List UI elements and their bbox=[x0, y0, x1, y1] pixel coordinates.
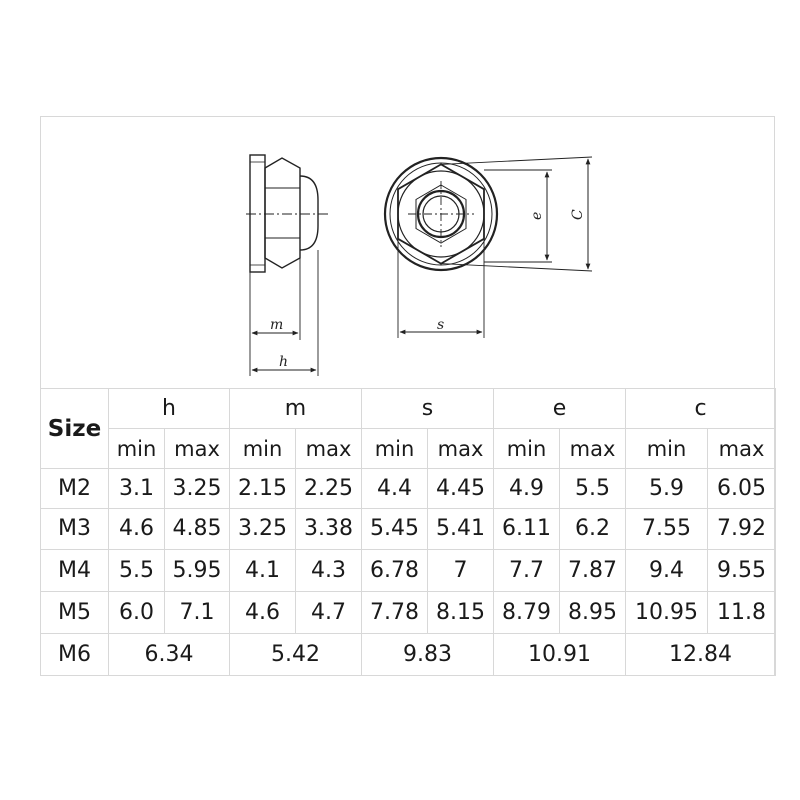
flange-outer-circle bbox=[383, 156, 499, 272]
table-cell: 6.34 bbox=[107, 632, 231, 677]
table-cell: 3.25 bbox=[163, 468, 231, 510]
table-cell: 8.79 bbox=[493, 590, 561, 634]
table-cell: 9.55 bbox=[707, 548, 777, 592]
sub-header-min: min bbox=[229, 428, 297, 470]
top-view bbox=[383, 156, 593, 338]
table-cell: 4.6 bbox=[108, 508, 165, 550]
table-row: M6 6.34 5.42 9.83 10.91 12.84 bbox=[40, 632, 777, 677]
table-cell: 6.11 bbox=[493, 508, 561, 550]
table-row: M3 4.6 4.85 3.25 3.38 5.45 5.41 6.11 6.2… bbox=[40, 508, 777, 550]
table-cell: 2.25 bbox=[295, 468, 363, 510]
table-row: M5 6.0 7.1 4.6 4.7 7.78 8.15 8.79 8.95 1… bbox=[40, 590, 777, 634]
table-cell: 4.85 bbox=[163, 508, 231, 550]
table-cell: 3.1 bbox=[108, 468, 165, 510]
label-h: h bbox=[279, 354, 288, 370]
group-header-h: h bbox=[107, 387, 231, 430]
table-cell: 7.92 bbox=[707, 508, 777, 550]
row-size: M3 bbox=[40, 508, 109, 550]
table-cell: 5.5 bbox=[559, 468, 627, 510]
sub-header-max: max bbox=[295, 428, 363, 470]
table-cell: 10.95 bbox=[625, 590, 709, 634]
table-cell: 9.4 bbox=[625, 548, 709, 592]
table-row: M4 5.5 5.95 4.1 4.3 6.78 7 7.7 7.87 9.4 … bbox=[40, 548, 777, 592]
table-cell: 5.95 bbox=[163, 548, 231, 592]
technical-drawing: m h bbox=[40, 116, 775, 390]
sub-header-min: min bbox=[493, 428, 561, 470]
sub-header-row: min max min max min max min max min max bbox=[41, 428, 777, 470]
hex-body bbox=[264, 157, 301, 269]
table-cell: 5.9 bbox=[625, 468, 709, 510]
row-size: M6 bbox=[40, 632, 109, 677]
sub-header-max: max bbox=[427, 428, 495, 470]
table-cell: 3.25 bbox=[229, 508, 297, 550]
group-header-e: e bbox=[493, 387, 627, 430]
table-cell: 6.05 bbox=[707, 468, 777, 510]
table-cell: 11.8 bbox=[707, 590, 777, 634]
table-cell: 4.45 bbox=[427, 468, 495, 510]
flange-inner-circle bbox=[389, 162, 493, 266]
sub-header-min: min bbox=[108, 428, 165, 470]
table-cell: 10.91 bbox=[493, 632, 627, 677]
row-size: M2 bbox=[40, 468, 109, 510]
table-cell: 6.2 bbox=[559, 508, 627, 550]
table-cell: 4.9 bbox=[493, 468, 561, 510]
table-cell: 3.38 bbox=[295, 508, 363, 550]
table-row: M2 3.1 3.25 2.15 2.25 4.4 4.45 4.9 5.5 5… bbox=[40, 468, 777, 510]
table-cell: 7.55 bbox=[625, 508, 709, 550]
row-size: M4 bbox=[40, 548, 109, 592]
table-cell: 5.42 bbox=[229, 632, 363, 677]
table-cell: 6.78 bbox=[361, 548, 429, 592]
size-header: Size bbox=[40, 387, 109, 470]
side-view bbox=[246, 154, 330, 376]
table-cell: 5.41 bbox=[427, 508, 495, 550]
group-header-c: c bbox=[625, 387, 777, 430]
table-cell: 12.84 bbox=[625, 632, 777, 677]
table-cell: 5.45 bbox=[361, 508, 429, 550]
table-cell: 7 bbox=[427, 548, 495, 592]
sub-header-max: max bbox=[163, 428, 231, 470]
table-cell: 6.0 bbox=[108, 590, 165, 634]
table-cell: 7.78 bbox=[361, 590, 429, 634]
table-cell: 4.4 bbox=[361, 468, 429, 510]
table-cell: 4.1 bbox=[229, 548, 297, 592]
table-cell: 2.15 bbox=[229, 468, 297, 510]
label-c: C bbox=[570, 209, 586, 220]
table-cell: 4.3 bbox=[295, 548, 363, 592]
sub-header-max: max bbox=[559, 428, 627, 470]
table-cell: 7.1 bbox=[163, 590, 231, 634]
group-header-row: Size h m s e c bbox=[40, 387, 777, 470]
sub-header-max: max bbox=[707, 428, 777, 470]
table-cell: 7.87 bbox=[559, 548, 627, 592]
label-m: m bbox=[270, 317, 283, 333]
table-cell: 7.7 bbox=[493, 548, 561, 592]
inner-hex bbox=[415, 184, 467, 244]
sub-header-min: min bbox=[361, 428, 429, 470]
table-cell: 5.5 bbox=[108, 548, 165, 592]
table-cell: 8.95 bbox=[559, 590, 627, 634]
chamfer-circle bbox=[397, 170, 485, 258]
row-size: M5 bbox=[40, 590, 109, 634]
collar bbox=[299, 175, 319, 251]
table-cell: 8.15 bbox=[427, 590, 495, 634]
table-cell: 4.7 bbox=[295, 590, 363, 634]
dimension-table: Size h m s e c min max min max min max m… bbox=[40, 387, 777, 677]
table-cell: 9.83 bbox=[361, 632, 495, 677]
group-header-m: m bbox=[229, 387, 363, 430]
table-cell: 4.6 bbox=[229, 590, 297, 634]
group-header-s: s bbox=[361, 387, 495, 430]
label-s: s bbox=[437, 317, 444, 333]
sub-header-min: min bbox=[625, 428, 709, 470]
nut-drawing-svg: m h bbox=[246, 154, 593, 376]
label-e: e bbox=[529, 212, 545, 220]
